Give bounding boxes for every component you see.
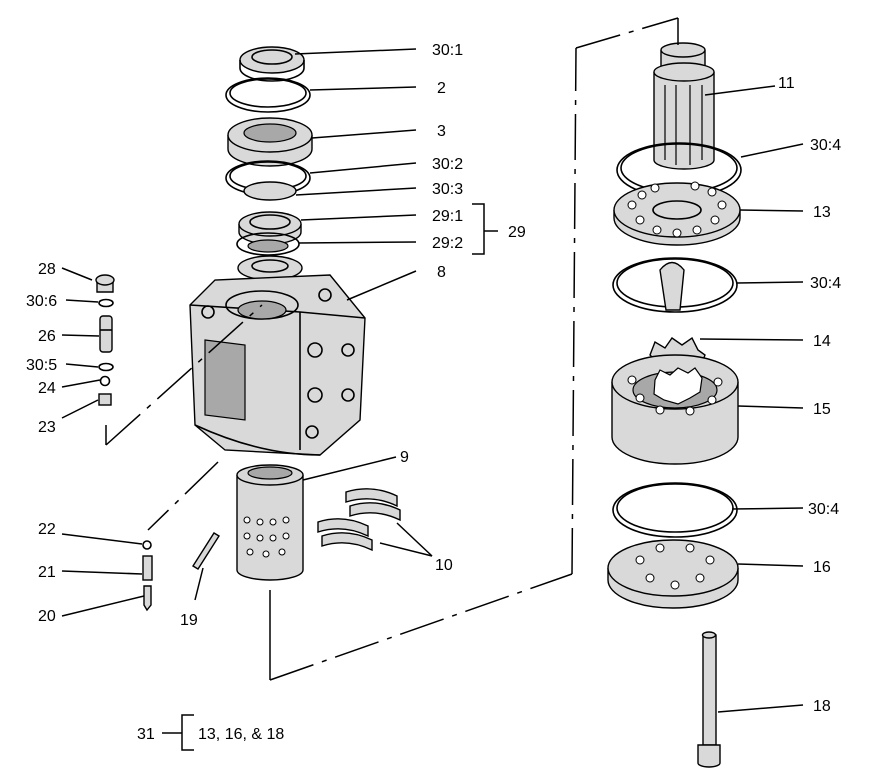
callout-30-5: 30:5	[26, 357, 57, 374]
part-30-1-seal	[239, 46, 305, 82]
callout-8: 8	[437, 264, 446, 281]
part-21-seat	[142, 555, 153, 581]
part-28-plug	[95, 274, 115, 293]
callout-16: 16	[813, 559, 831, 576]
callout-labels: 30:1 2 3 30:2 30:3 29:1 29:2 29 8 28 30:…	[26, 42, 841, 743]
callout-18: 18	[813, 698, 831, 715]
callout-30-4-middle: 30:4	[810, 275, 841, 292]
part-9-spool-sleeve	[236, 464, 304, 581]
callout-14: 14	[813, 333, 831, 350]
part-29-2-ring	[236, 232, 300, 256]
callout-22: 22	[38, 521, 56, 538]
callout-19: 19	[180, 612, 198, 629]
leader-lines	[61, 48, 804, 751]
part-spacer	[237, 255, 303, 281]
part-19-pin	[192, 532, 220, 570]
callout-24: 24	[38, 380, 56, 397]
callout-30-3: 30:3	[432, 181, 463, 198]
assembly-centerlines	[105, 17, 679, 681]
part-24-ball	[99, 375, 111, 387]
part-13-spacer-plate	[613, 181, 741, 246]
part-11-drive-shaft	[653, 42, 715, 170]
part-3-gland	[227, 117, 313, 167]
callout-30-4-upper: 30:4	[810, 137, 841, 154]
callout-30-1: 30:1	[432, 42, 463, 59]
callout-2: 2	[437, 80, 446, 97]
callout-10: 10	[435, 557, 453, 574]
part-20-screw	[143, 585, 152, 612]
callout-9: 9	[400, 449, 409, 466]
callout-30-6: 30:6	[26, 293, 57, 310]
callout-28: 28	[38, 261, 56, 278]
callout-20: 20	[38, 608, 56, 625]
part-30-6-oring	[98, 298, 114, 308]
part-23-seat	[98, 393, 112, 406]
part-2-oring	[225, 77, 311, 113]
part-26-valve	[99, 315, 113, 353]
callout-3: 3	[437, 123, 446, 140]
callout-13: 13	[813, 204, 831, 221]
callout-29: 29	[508, 224, 526, 241]
callout-11: 11	[778, 75, 795, 92]
callout-30-4-lower: 30:4	[808, 501, 839, 518]
part-30-5-oring	[98, 362, 114, 372]
part-29-1-ring	[238, 211, 302, 245]
kit-contents-label: 13, 16, & 18	[198, 726, 284, 743]
part-10-centering-springs	[317, 488, 401, 552]
callout-30-2: 30:2	[432, 156, 463, 173]
callout-26: 26	[38, 328, 56, 345]
part-22-ball	[142, 540, 152, 550]
part-15-gerotor-ring	[611, 354, 739, 465]
callout-15: 15	[813, 401, 831, 418]
callout-29-2: 29:2	[432, 235, 463, 252]
part-18-cap-screw	[697, 631, 721, 768]
callout-23: 23	[38, 419, 56, 436]
callout-21: 21	[38, 564, 56, 581]
part-30-4-oring-middle	[612, 257, 738, 313]
callout-31: 31	[137, 726, 155, 743]
part-30-3-seal	[243, 181, 297, 201]
callout-29-1: 29:1	[432, 208, 463, 225]
part-16-end-cap	[607, 539, 739, 609]
part-30-4-oring-lower	[612, 482, 738, 538]
part-8-housing	[189, 274, 366, 456]
